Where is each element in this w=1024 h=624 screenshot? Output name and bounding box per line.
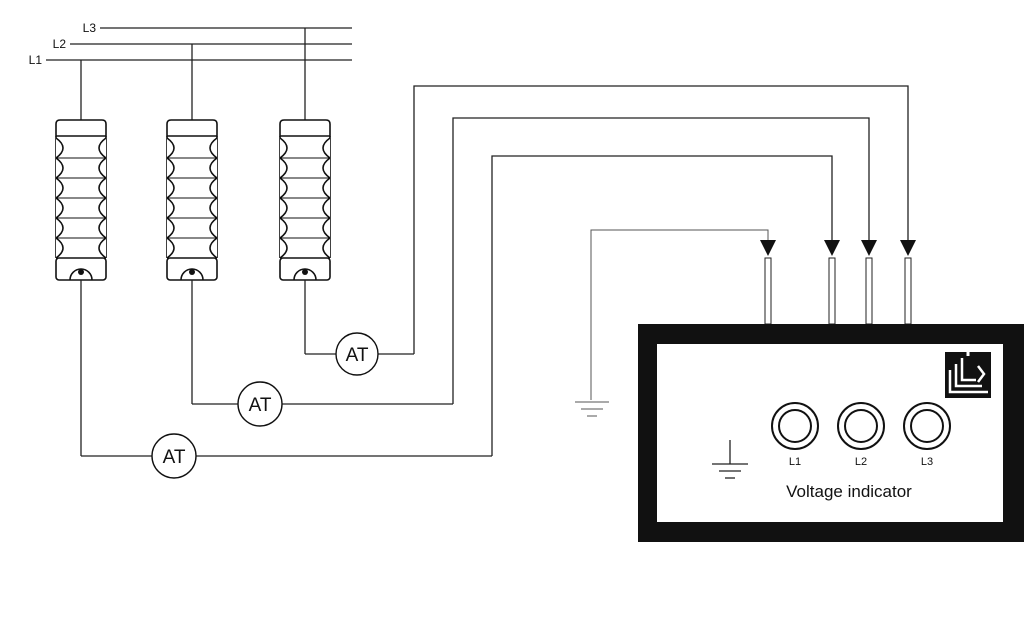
busbar-label-l2: L2 bbox=[53, 37, 67, 51]
at-device-2: AT bbox=[237, 381, 283, 427]
insulator-1 bbox=[55, 119, 107, 281]
insulators bbox=[55, 119, 331, 281]
at-device-3: AT bbox=[151, 433, 197, 479]
wire-ground bbox=[590, 229, 769, 400]
at-label: AT bbox=[249, 395, 272, 416]
lower-wiring bbox=[80, 280, 492, 457]
indicator-title: Voltage indicator bbox=[786, 482, 912, 501]
busbar-label-l1: L1 bbox=[29, 53, 43, 67]
wire-to-l1 bbox=[491, 155, 833, 456]
voltage-indicator: L1 L2 L3 Voltage indicator bbox=[638, 324, 1024, 542]
indicator-lamp-l2: L2 bbox=[837, 402, 885, 468]
busbar-drops bbox=[80, 28, 306, 120]
indicator-lamp-l3: L3 bbox=[903, 402, 951, 468]
terminal-l1 bbox=[824, 240, 840, 325]
signal-wiring bbox=[413, 85, 909, 456]
terminal-l2 bbox=[861, 240, 877, 325]
insulator-2 bbox=[166, 119, 218, 281]
indicator-lamp-l1: L1 bbox=[771, 402, 819, 468]
busbars: L3 L2 L1 bbox=[29, 21, 352, 67]
terminal-ground bbox=[760, 240, 776, 325]
ground-icon bbox=[712, 440, 748, 479]
insulator-3 bbox=[279, 119, 331, 281]
terminal-l3 bbox=[900, 240, 916, 325]
busbar-label-l3: L3 bbox=[83, 21, 97, 35]
at-device-1: AT bbox=[335, 332, 379, 376]
at-label: AT bbox=[163, 447, 186, 468]
wire-to-l2 bbox=[452, 117, 870, 404]
at-label: AT bbox=[346, 345, 369, 366]
lamp-label-l1: L1 bbox=[789, 456, 801, 468]
external-ground-icon bbox=[575, 401, 609, 417]
wire-to-l3 bbox=[413, 85, 909, 354]
terminals bbox=[760, 240, 916, 325]
lamp-label-l3: L3 bbox=[921, 456, 933, 468]
brand-logo-icon bbox=[945, 348, 991, 398]
lamp-label-l2: L2 bbox=[855, 456, 867, 468]
